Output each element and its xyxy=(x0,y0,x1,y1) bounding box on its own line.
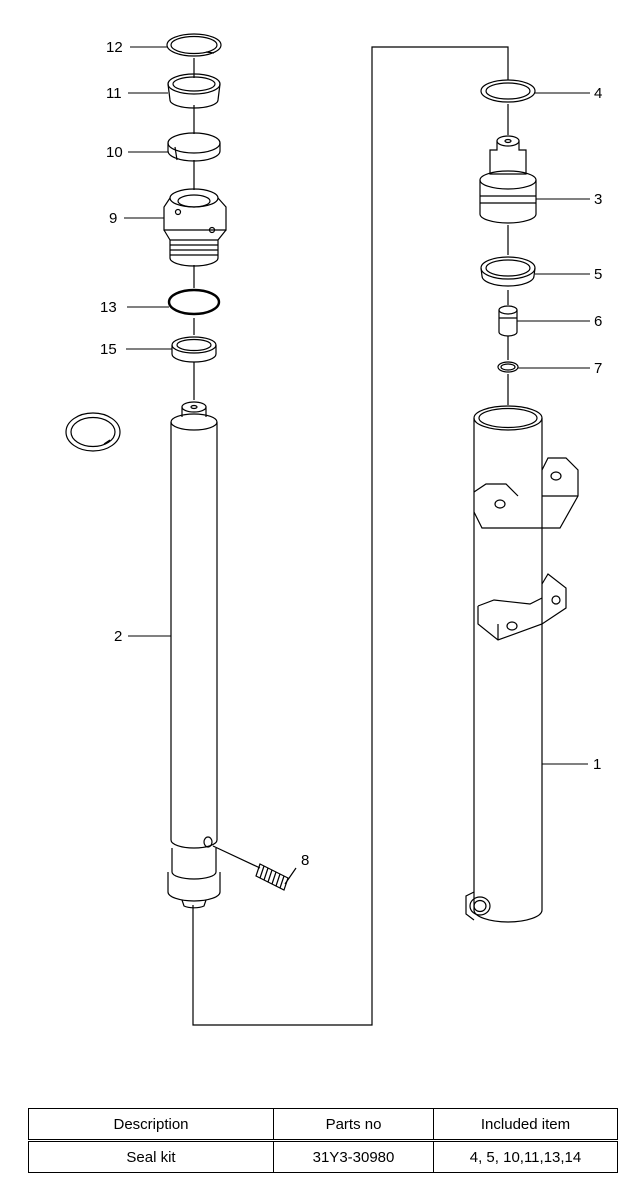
header-parts-no: Parts no xyxy=(273,1108,434,1142)
exploded-parts-diagram: 12 11 10 9 13 15 2 8 4 3 5 6 7 1 xyxy=(65,33,602,1026)
callout-12: 12 xyxy=(106,39,123,56)
callout-15: 15 xyxy=(100,341,117,358)
callout-11: 11 xyxy=(106,85,122,102)
callout-10: 10 xyxy=(106,144,123,161)
callout-7: 7 xyxy=(594,360,602,377)
ring-5 xyxy=(480,256,536,287)
callout-13: 13 xyxy=(100,299,117,316)
parts-table: Description Parts no Included item Seal … xyxy=(28,1108,618,1173)
backup-ring-15 xyxy=(171,336,217,363)
callout-4: 4 xyxy=(594,85,602,102)
rod-cover-9 xyxy=(163,188,227,267)
piston-rod-2 xyxy=(167,401,221,909)
cell-description: Seal kit xyxy=(28,1140,274,1173)
rod-seal-10 xyxy=(167,132,221,162)
cylinder-tube-1 xyxy=(465,405,579,923)
callout-9: 9 xyxy=(109,210,117,227)
set-screw-8 xyxy=(212,845,297,891)
callout-2: 2 xyxy=(114,628,122,645)
loose-snap-ring xyxy=(65,412,121,452)
table-row: Seal kit 31Y3-30980 4, 5, 10,11,13,14 xyxy=(28,1140,618,1173)
o-ring-13 xyxy=(167,288,221,316)
cell-included-item: 4, 5, 10,11,13,14 xyxy=(433,1140,618,1173)
ring-4 xyxy=(480,79,536,103)
ring-7 xyxy=(497,361,519,373)
parts-table-header: Description Parts no Included item xyxy=(28,1108,618,1142)
callout-6: 6 xyxy=(594,313,602,330)
dust-wiper-11 xyxy=(167,73,221,109)
sleeve-6 xyxy=(498,305,518,337)
connection-line xyxy=(192,46,509,1026)
callout-3: 3 xyxy=(594,191,602,208)
callout-5: 5 xyxy=(594,266,602,283)
callout-1: 1 xyxy=(593,756,601,773)
header-included-item: Included item xyxy=(433,1108,618,1142)
header-description: Description xyxy=(28,1108,274,1142)
piston-3 xyxy=(479,135,537,224)
cell-parts-no: 31Y3-30980 xyxy=(273,1140,434,1173)
snap-ring-12 xyxy=(166,33,222,57)
callout-8: 8 xyxy=(301,852,309,869)
